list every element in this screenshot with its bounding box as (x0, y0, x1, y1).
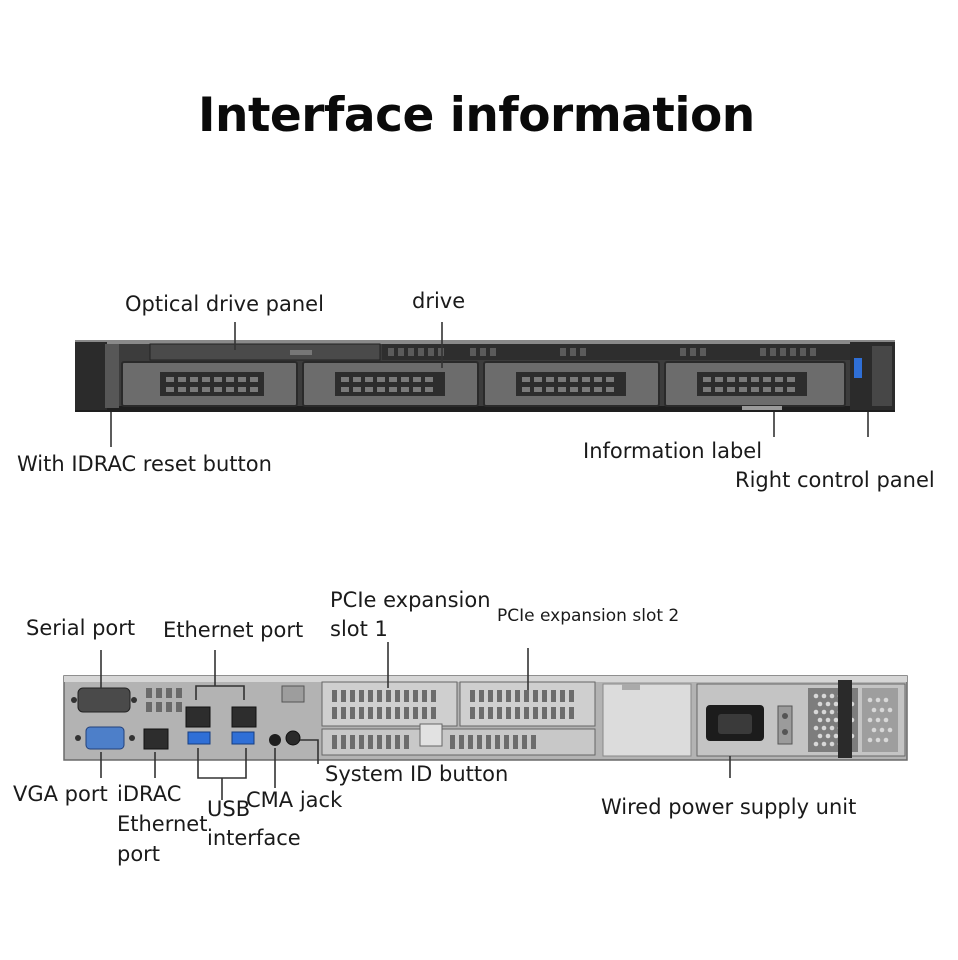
label-right-control-panel: Right control panel (735, 468, 935, 492)
blank-panel (602, 683, 692, 757)
vga-port (85, 726, 125, 750)
front-leader-lines (110, 322, 869, 447)
system-id-button (285, 730, 301, 746)
label-information-label: Information label (583, 439, 763, 463)
ethernet-port-2 (231, 706, 257, 728)
label-usb-line2: interface (207, 826, 301, 850)
drive-tray-1 (121, 361, 298, 407)
top-vent-strip (382, 344, 852, 360)
label-system-id-button: System ID button (325, 762, 509, 786)
label-idrac-ethernet-line2: Ethernet (117, 812, 208, 836)
optical-drive-bay (149, 343, 381, 361)
drive-tray-4 (664, 361, 846, 407)
label-power-supply-unit: Wired power supply unit (601, 795, 857, 819)
pcie-lower-bracket (321, 728, 596, 756)
label-pcie-slot-1-line2: slot 1 (330, 617, 388, 641)
label-drive: drive (412, 289, 466, 313)
label-usb-line1: USB (207, 797, 251, 821)
drive-tray-3 (483, 361, 660, 407)
left-ear (75, 342, 107, 410)
label-vga-port: VGA port (13, 782, 108, 806)
label-pcie-slot-1-line1: PCIe expansion (330, 588, 491, 612)
pcie-slot-1 (321, 681, 458, 727)
psu-handle (838, 680, 852, 758)
label-cma-jack: CMA jack (246, 788, 343, 812)
label-idrac-ethernet-line3: port (117, 842, 161, 866)
label-idrac-reset-button: With IDRAC reset button (17, 452, 272, 476)
label-optical-drive-panel: Optical drive panel (125, 292, 324, 316)
front-usb-port (854, 358, 862, 378)
page-title: Interface information (198, 88, 755, 143)
label-serial-port: Serial port (26, 616, 136, 640)
serial-port (77, 687, 131, 713)
label-pcie-slot-2: PCIe expansion slot 2 (497, 606, 680, 626)
cma-jack (269, 734, 281, 746)
usb-port-2 (231, 731, 255, 745)
ethernet-port-1 (185, 706, 211, 728)
label-ethernet-port: Ethernet port (163, 618, 304, 642)
usb-port-1 (187, 731, 211, 745)
drive-tray-2 (302, 361, 479, 407)
rear-leader-lines (100, 642, 731, 800)
idrac-ethernet-port (143, 728, 169, 750)
label-idrac-ethernet-line1: iDRAC (117, 782, 182, 806)
information-label-tab (742, 406, 782, 410)
